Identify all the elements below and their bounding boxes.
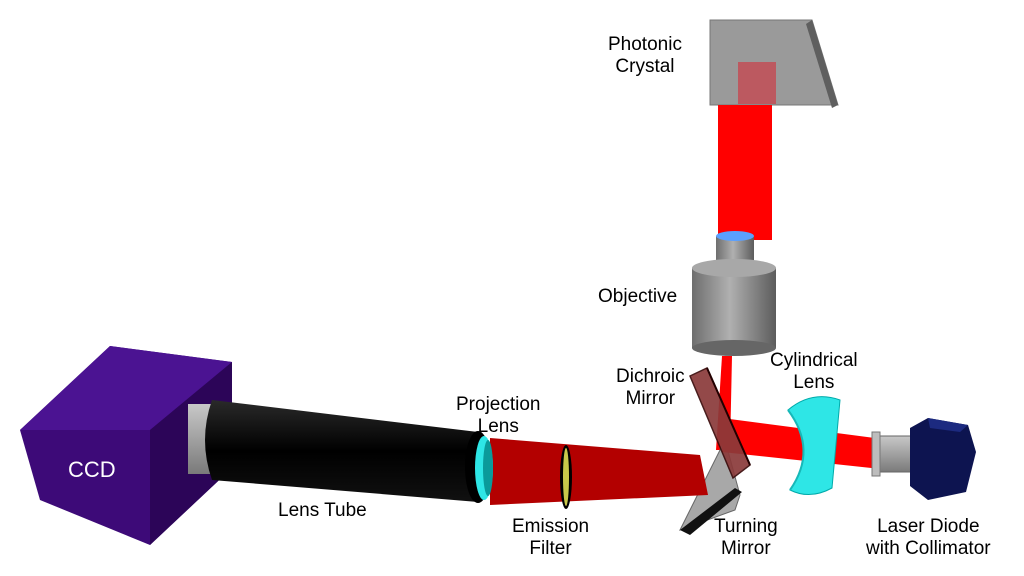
laser-diode xyxy=(871,418,976,500)
label-turning-mirror: Turning Mirror xyxy=(714,516,778,559)
cylindrical-lens xyxy=(787,396,841,495)
photonic-crystal xyxy=(709,19,839,108)
turning-mirror xyxy=(678,438,742,535)
label-photonic-crystal: Photonic Crystal xyxy=(608,34,682,77)
label-cylindrical-lens: Cylindrical Lens xyxy=(770,350,858,393)
label-projection-lens: Projection Lens xyxy=(456,394,541,437)
lens-tube xyxy=(205,400,491,503)
label-ccd: CCD xyxy=(68,457,116,482)
objective xyxy=(692,231,776,356)
emission-filter xyxy=(560,445,572,509)
label-dichroic-mirror: Dichroic Mirror xyxy=(616,366,685,409)
dichroic-mirror xyxy=(689,366,751,480)
label-emission-filter: Emission Filter xyxy=(512,516,590,559)
label-laser-diode: Laser Diode with Collimator xyxy=(866,516,991,559)
label-lens-tube: Lens Tube xyxy=(278,500,367,521)
laser-beam-vertical xyxy=(718,105,772,240)
label-objective: Objective xyxy=(598,286,678,307)
emission-beam xyxy=(490,438,708,505)
projection-lens xyxy=(475,436,493,500)
